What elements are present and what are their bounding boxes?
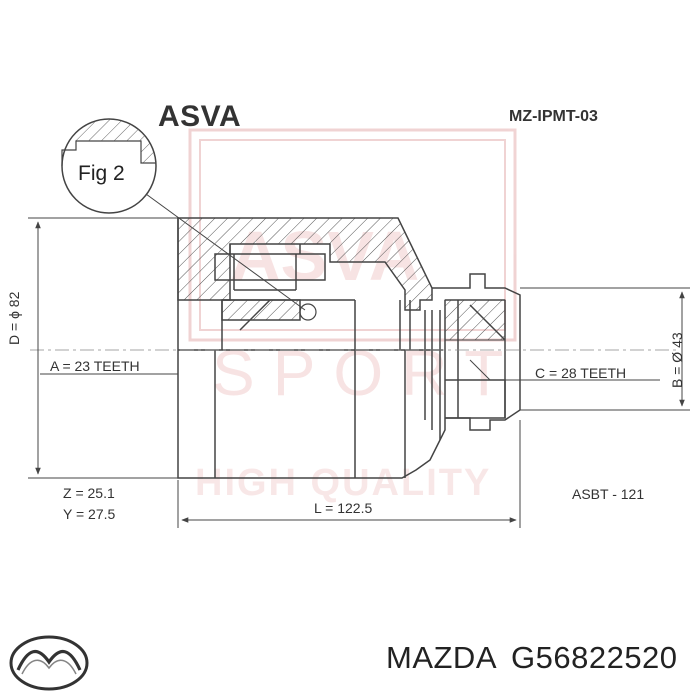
watermark-text-sport: SPORT — [212, 337, 521, 409]
footer-make: MAZDA — [386, 640, 497, 675]
asbt-code-label: ASBT - 121 — [572, 486, 645, 502]
footer-oem-number: G56822520 — [511, 640, 678, 675]
dimension-b-label: B = Ø 43 — [669, 332, 685, 388]
dimension-d-label: D = ϕ 82 — [6, 291, 22, 345]
dimension-c-label: C = 28 TEETH — [535, 365, 627, 381]
dimension-y-label: Y = 27.5 — [63, 506, 116, 522]
dimension-z-label: Z = 25.1 — [63, 485, 115, 501]
brand-title: ASVA — [158, 100, 242, 133]
watermark-text-quality: HIGH QUALITY — [195, 462, 491, 504]
part-number: MZ-IPMT-03 — [509, 108, 598, 125]
dimension-a-label: A = 23 TEETH — [50, 358, 140, 374]
mazda-logo-icon — [9, 635, 89, 691]
dimension-lines — [28, 217, 690, 528]
fig-label: Fig 2 — [78, 162, 125, 185]
joint-housing — [177, 217, 521, 479]
footer-part-info: MAZDA G56822520 — [386, 640, 692, 676]
dimension-l-label: L = 122.5 — [314, 500, 373, 516]
